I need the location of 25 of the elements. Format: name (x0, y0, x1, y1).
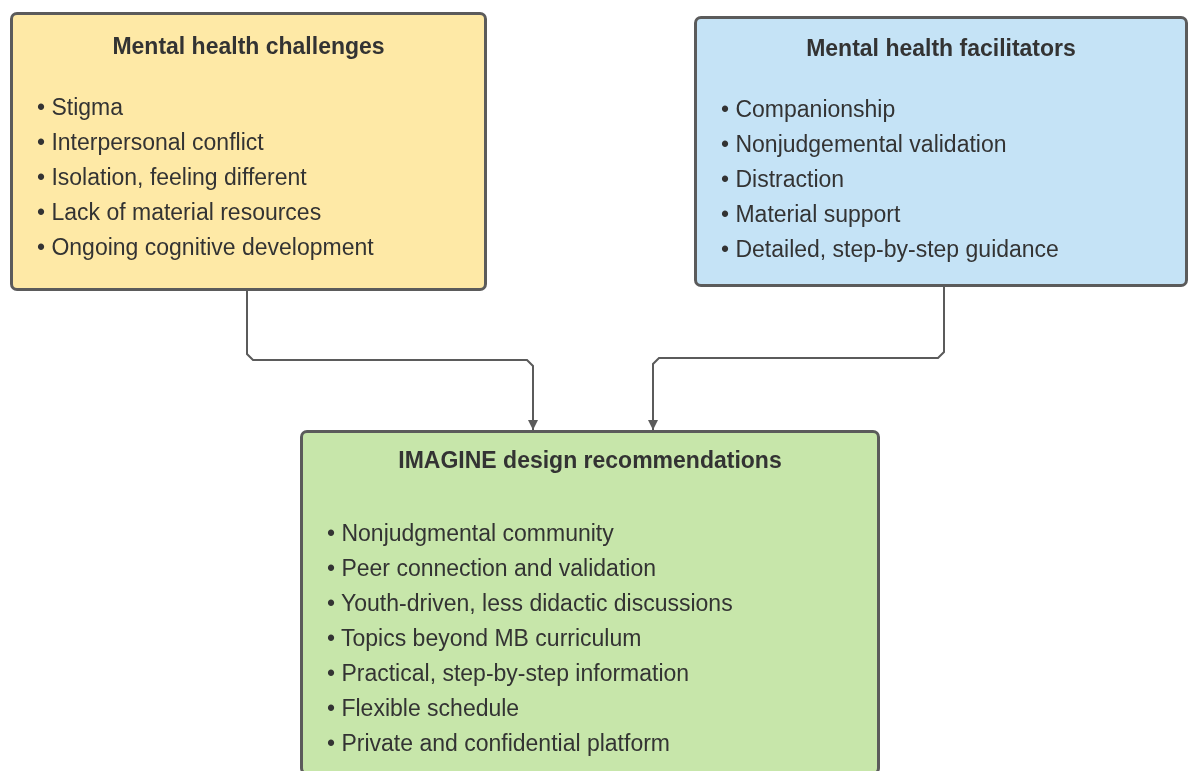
bullet-item: • Nonjudgmental community (327, 519, 615, 548)
content-card (10, 12, 487, 291)
bullet-item: • Peer connection and validation (327, 554, 657, 583)
bullet-item: • Private and confidential platform (327, 729, 671, 758)
bullet-item: • Ongoing cognitive development (37, 233, 375, 262)
bullet-item: • Material support (721, 200, 902, 229)
arrow (246, 290, 538, 431)
content-card (694, 16, 1188, 287)
bullet-item: • Lack of material resources (37, 198, 323, 227)
bullet-item: • Stigma (37, 93, 125, 122)
card-heading: Mental health facilitators (805, 35, 1077, 62)
bullet-item: • Distraction (721, 165, 846, 194)
bullet-item: • Detailed, step-by-step guidance (721, 235, 1060, 264)
bullet-item: • Nonjudgemental validation (721, 130, 1008, 159)
bullet-item: • Flexible schedule (327, 694, 521, 723)
bullet-item: • Topics beyond MB curriculum (327, 624, 643, 653)
card-heading: IMAGINE design recommendations (397, 447, 783, 474)
bullet-item: • Practical, step-by-step information (327, 659, 691, 688)
bullet-item: • Interpersonal conflict (37, 128, 265, 157)
arrow (648, 286, 945, 431)
bullet-item: • Companionship (721, 95, 897, 124)
bullet-item: • Isolation, feeling different (37, 163, 308, 192)
content-card (300, 430, 880, 771)
bullet-item: • Youth-driven, less didactic discussions (327, 589, 734, 618)
card-heading: Mental health challenges (111, 33, 386, 60)
